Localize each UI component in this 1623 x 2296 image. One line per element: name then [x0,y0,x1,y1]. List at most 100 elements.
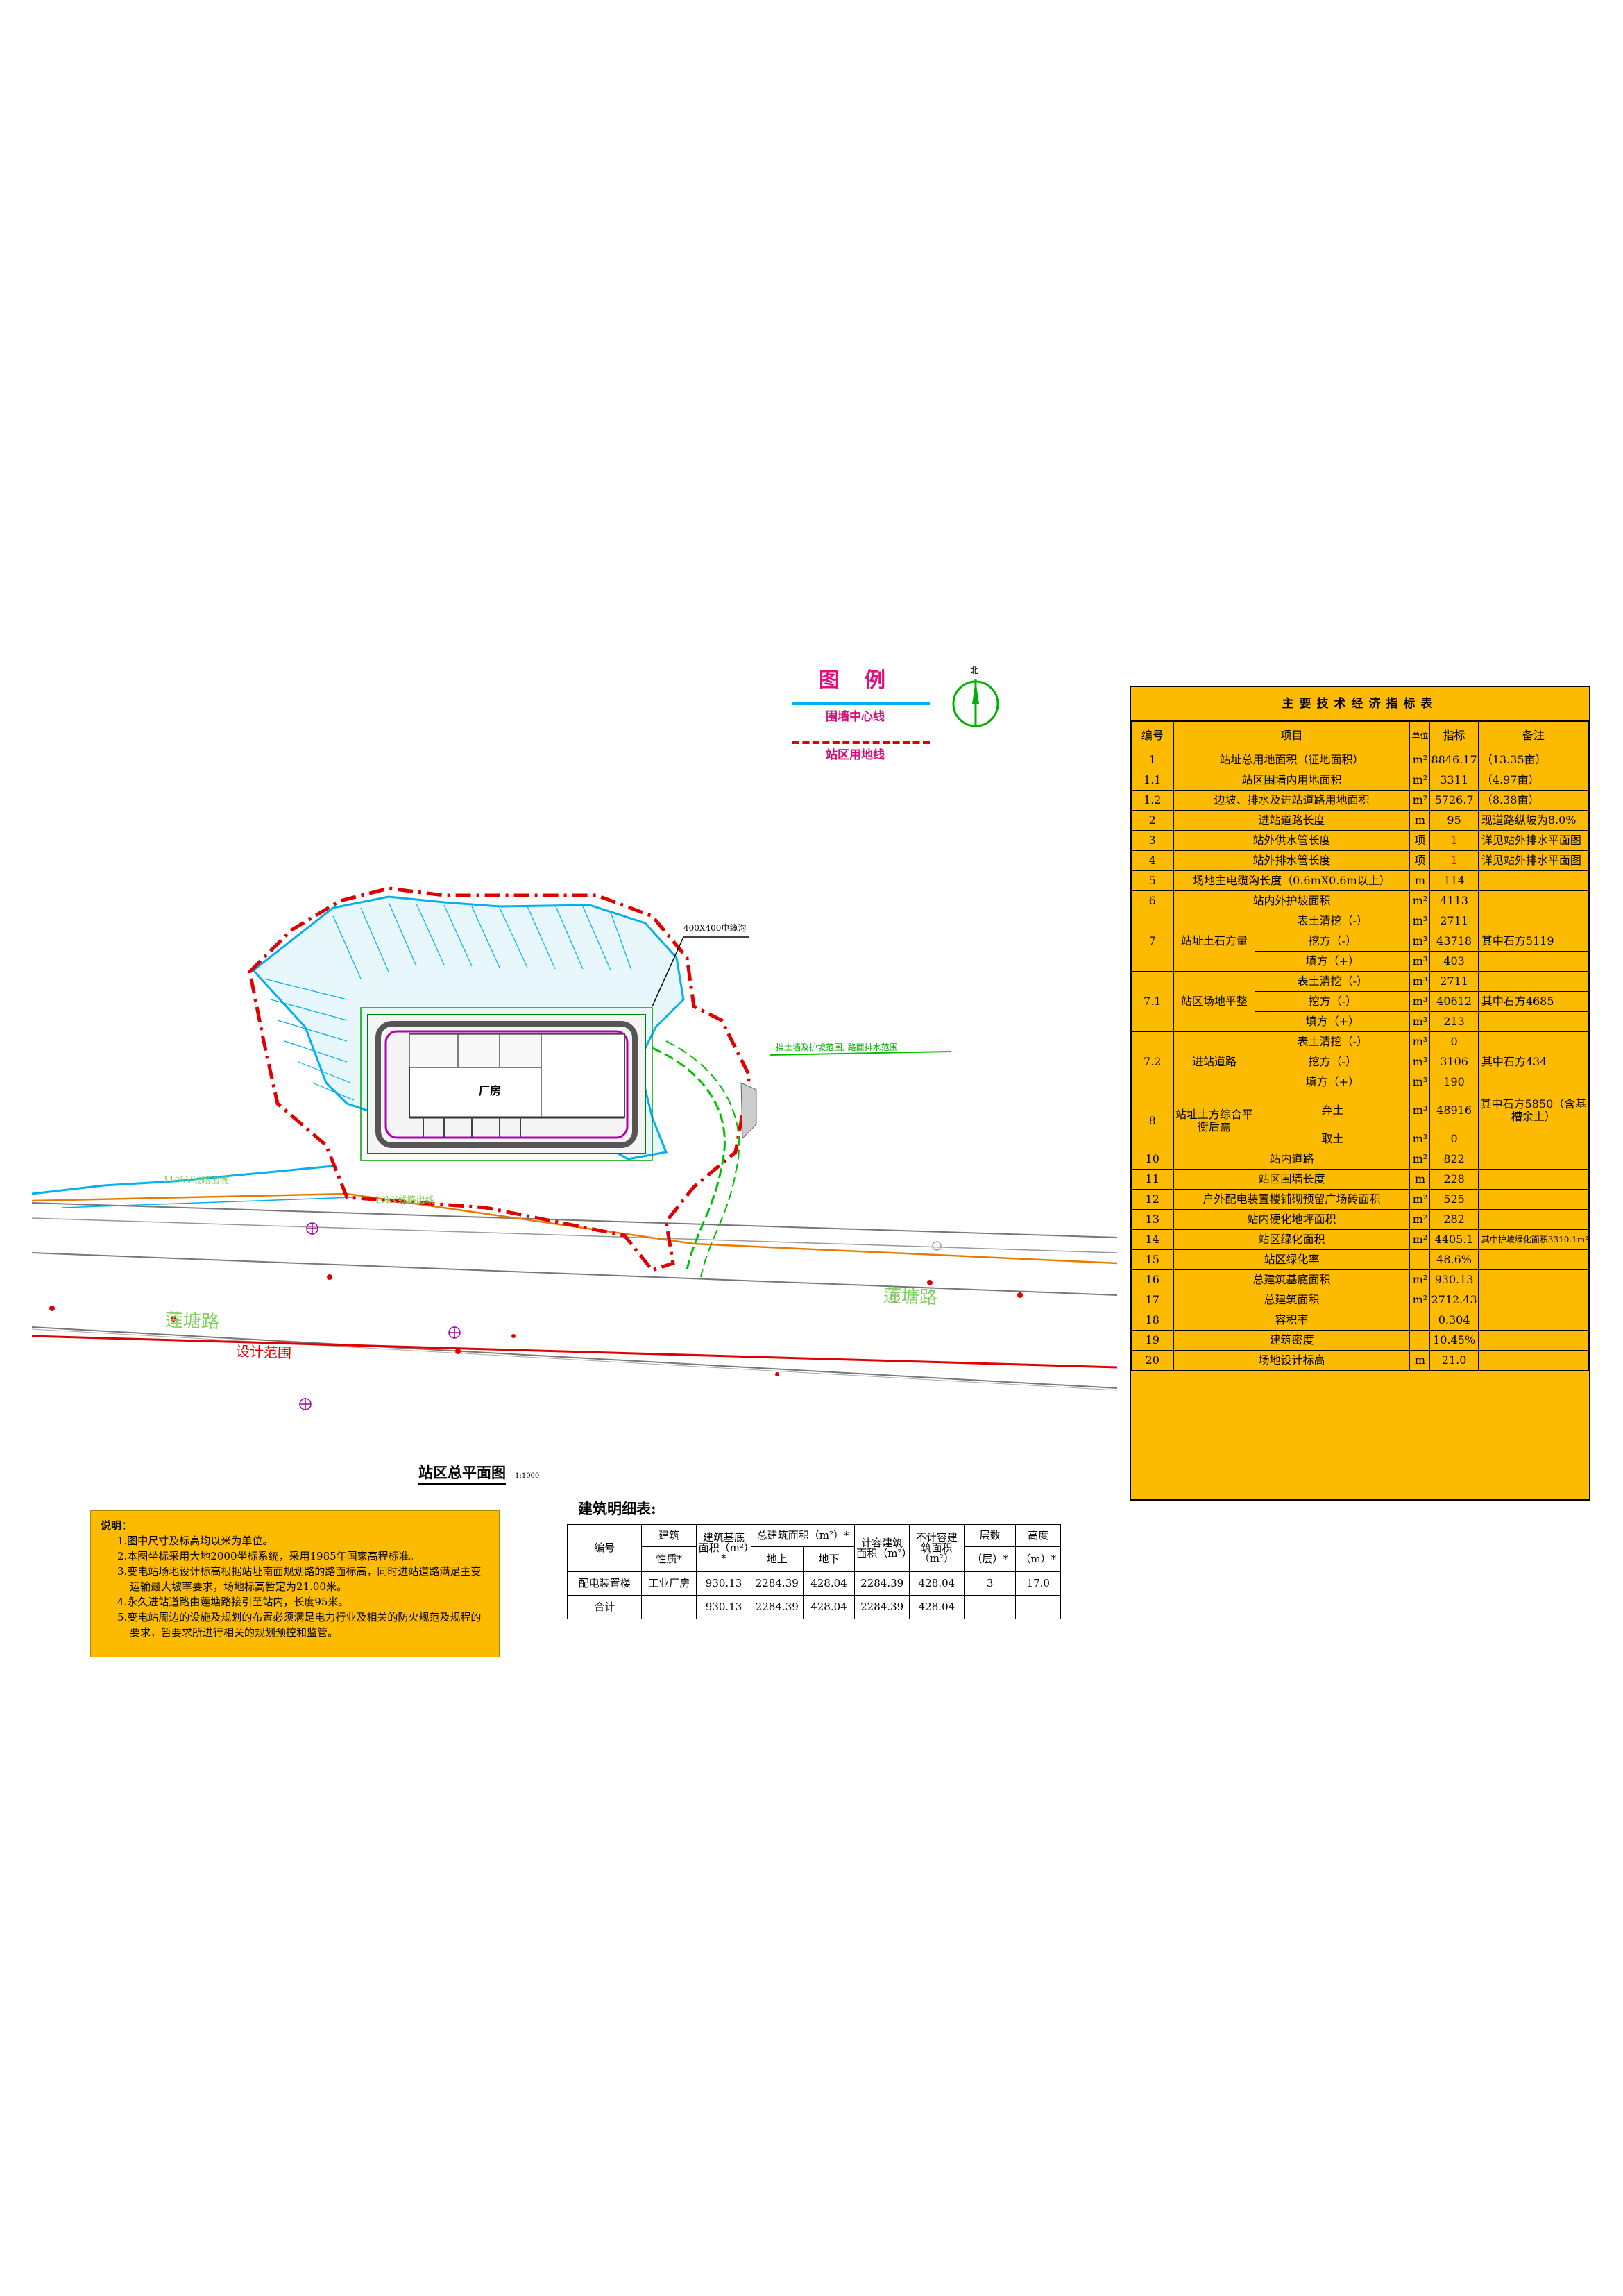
plan-caption-title: 站区总平面图 [418,1464,506,1485]
row-unit: m² [1409,770,1431,791]
row-remark: 其中石方4685 [1477,991,1590,1012]
table-row: 10 站内道路 m² 822 [1131,1149,1590,1170]
legend-wall-line-sample [792,702,930,705]
row-value: 95 [1429,810,1479,831]
bld-cell-type [641,1595,697,1619]
table-row: 18 容积率 0.304 [1131,1310,1590,1331]
row-unit: m³ [1409,971,1431,992]
row-item: 站址总用地面积（征地面积） [1173,750,1411,770]
note-line: 2.本图坐标采用大地2000坐标系统，采用1985年国家高程标准。 [117,1550,420,1562]
row-subitem: 挖方（-） [1255,1052,1411,1072]
road-label-2: 莲塘路 [883,1285,938,1309]
note-line: 5.变电站周边的设施及规划的布置必须满足电力行业及相关的防火规范及规程的要求，暂… [117,1611,482,1639]
row-subitem: 挖方（-） [1255,991,1411,1012]
row-unit: m³ [1409,931,1431,952]
legend-site-boundary-line: 站区用地线 [826,748,885,762]
row-item: 站区围墙长度 [1173,1169,1411,1190]
row-item: 站内道路 [1173,1149,1411,1170]
building-label: 厂房 [479,1084,502,1097]
row-no: 18 [1131,1310,1174,1331]
row-remark [1477,1011,1590,1032]
table-row: 填方（+） m³ 190 [1132,1072,1590,1092]
row-item: 户外配电装置楼铺砌预留广场砖面积 [1173,1189,1411,1210]
row-item: 总建筑面积 [1173,1290,1411,1310]
row-remark [1477,911,1590,931]
row-item: 进站道路 [1173,1031,1256,1092]
table-row: 12 户外配电装置楼铺砌预留广场砖面积 m² 525 [1131,1189,1590,1210]
table-row: 挖方（-） m³ 3106 其中石方434 [1132,1052,1590,1072]
row-subitem: 表土清挖（-） [1255,911,1411,931]
row-remark [1477,1149,1590,1170]
bld-cell-floors [963,1595,1017,1619]
row-value: 0 [1429,1031,1479,1052]
retaining-label: 挡土墙及护坡范围, 路面排水范围 [776,1043,898,1052]
row-item: 进站道路长度 [1173,810,1411,831]
header-no: 编号 [1131,721,1174,750]
row-value: 228 [1429,1169,1479,1190]
row-value: 1 [1429,850,1479,871]
building-table: 编号 建筑 建筑基底面积（m²）* 总建筑面积（m²）* 计容建筑面积（m²） … [566,1524,1061,1619]
legend-wall-center-line: 围墙中心线 [826,710,885,724]
row-value: 525 [1429,1189,1479,1210]
row-remark [1477,870,1590,891]
row-remark [1477,1249,1590,1270]
row-value: 3106 [1429,1052,1479,1072]
hv-line-label-1: 110kV线路出线 [163,1176,229,1186]
row-unit: m² [1409,750,1431,770]
table-row: 1.2 边坡、排水及进站道路用地面积 m² 5726.7 （8.38亩） [1131,790,1590,811]
bld-cell-base: 930.13 [696,1595,751,1619]
row-value: 0 [1429,1129,1479,1149]
row-value: 930.13 [1429,1269,1479,1290]
row-no: 11 [1131,1169,1174,1190]
row-no: 1 [1131,750,1174,770]
indicator-table: 编号 项目 单位 指标 备注 1 站址总用地面积（征地面积） m² 8846.1… [1131,721,1590,1371]
bld-cell-no: 配电装置楼 [566,1571,643,1596]
legend-title: 图例 [819,668,910,693]
row-unit [1409,1249,1431,1270]
bld-cell-below: 428.04 [802,1571,856,1596]
bld-header-type-bottom: 性质* [641,1546,697,1572]
row-unit: m³ [1409,1031,1431,1052]
header-unit: 单位 [1409,721,1431,750]
note-line: 1.图中尺寸及标高均以米为单位。 [117,1535,273,1547]
row-remark [1477,971,1590,992]
row-value: 8846.17 [1429,750,1479,770]
row-unit: m³ [1409,1052,1431,1072]
row-unit: m² [1409,890,1431,911]
row-value: 403 [1429,951,1479,972]
row-no: 2 [1131,810,1174,831]
row-remark: 详见站外排水平面图 [1477,830,1590,851]
row-remark [1477,1290,1590,1310]
table-row: 挖方（-） m³ 43718 其中石方5119 [1132,931,1590,952]
table-row: 17 总建筑面积 m² 2712.43 [1131,1290,1590,1310]
bld-header-base: 建筑基底面积（m²）* [696,1524,751,1572]
row-remark [1477,1310,1590,1331]
row-remark: 现道路纵坡为8.0% [1477,810,1590,831]
row-remark [1477,1031,1590,1052]
bld-header-total: 总建筑面积（m²）* [750,1524,856,1547]
row-value: 10.45% [1429,1330,1479,1351]
row-remark: （8.38亩） [1477,790,1590,811]
bld-cell-height: 17.0 [1015,1571,1061,1596]
table-row: 7 站址土石方量 表土清挖（-） m³ 2711 [1131,911,1590,972]
row-remark: 其中石方5850（含基槽余土） [1477,1092,1590,1129]
row-remark: 其中石方434 [1477,1052,1590,1072]
row-value: 5726.7 [1429,790,1479,811]
row-value: 190 [1429,1072,1479,1092]
notes-heading: 说明： [101,1519,133,1532]
plan-caption-scale: 1:1000 [515,1472,540,1480]
cable-trench-label: 400X400电缆沟 [683,923,747,933]
header-value: 指标 [1429,721,1479,750]
row-remark: 详见站外排水平面图 [1477,850,1590,871]
row-remark [1477,1072,1590,1092]
row-remark [1477,1169,1590,1190]
row-unit: m³ [1409,991,1431,1012]
row-unit: m² [1409,1149,1431,1170]
table-row: 配电装置楼 工业厂房 930.13 2284.39 428.04 2284.39… [566,1571,1061,1596]
row-unit: m³ [1409,1092,1431,1129]
row-no: 7.1 [1131,971,1174,1032]
row-value: 2712.43 [1429,1290,1479,1310]
table-row: 19 建筑密度 10.45% [1131,1330,1590,1351]
row-subitem: 挖方（-） [1255,931,1411,952]
bld-cell-type: 工业厂房 [641,1571,697,1596]
